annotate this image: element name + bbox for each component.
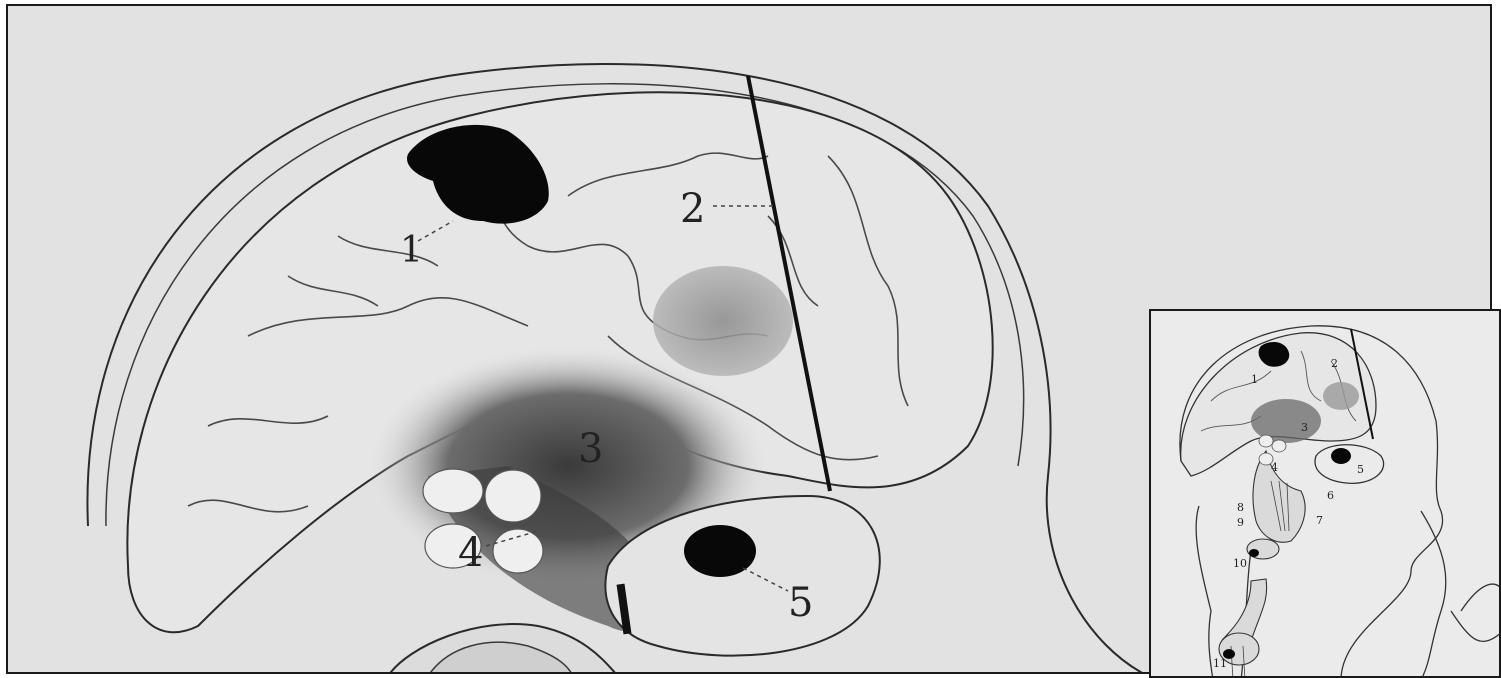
inset-drawing: 1 2 3 4 5 6 7 8 9 10 11 bbox=[1151, 311, 1501, 678]
inset-label-10: 10 bbox=[1233, 557, 1247, 570]
inset-spinal-cord bbox=[1219, 451, 1305, 665]
shaded-cortical-region bbox=[653, 266, 793, 376]
main-label-3: 3 bbox=[578, 426, 603, 472]
inset-label-11: 11 bbox=[1213, 657, 1227, 670]
main-label-4: 4 bbox=[458, 530, 483, 576]
main-label-1: 1 bbox=[400, 230, 423, 271]
inset-label-5: 5 bbox=[1357, 463, 1364, 476]
main-label-2: 2 bbox=[680, 186, 705, 232]
inset-lesion-5 bbox=[1331, 448, 1351, 464]
main-label-5: 5 bbox=[788, 580, 813, 626]
inset-label-3: 3 bbox=[1301, 421, 1308, 434]
inset-label-9: 9 bbox=[1237, 516, 1244, 529]
inset-label-1: 1 bbox=[1251, 373, 1258, 386]
inset-full-figure-view: 1 2 3 4 5 6 7 8 9 10 11 bbox=[1149, 309, 1501, 678]
inset-label-2: 2 bbox=[1331, 357, 1338, 370]
inset-label-6: 6 bbox=[1327, 489, 1334, 502]
inset-label-7: 7 bbox=[1316, 514, 1323, 527]
inset-label-8: 8 bbox=[1237, 501, 1244, 514]
inset-label-4: 4 bbox=[1271, 461, 1278, 474]
